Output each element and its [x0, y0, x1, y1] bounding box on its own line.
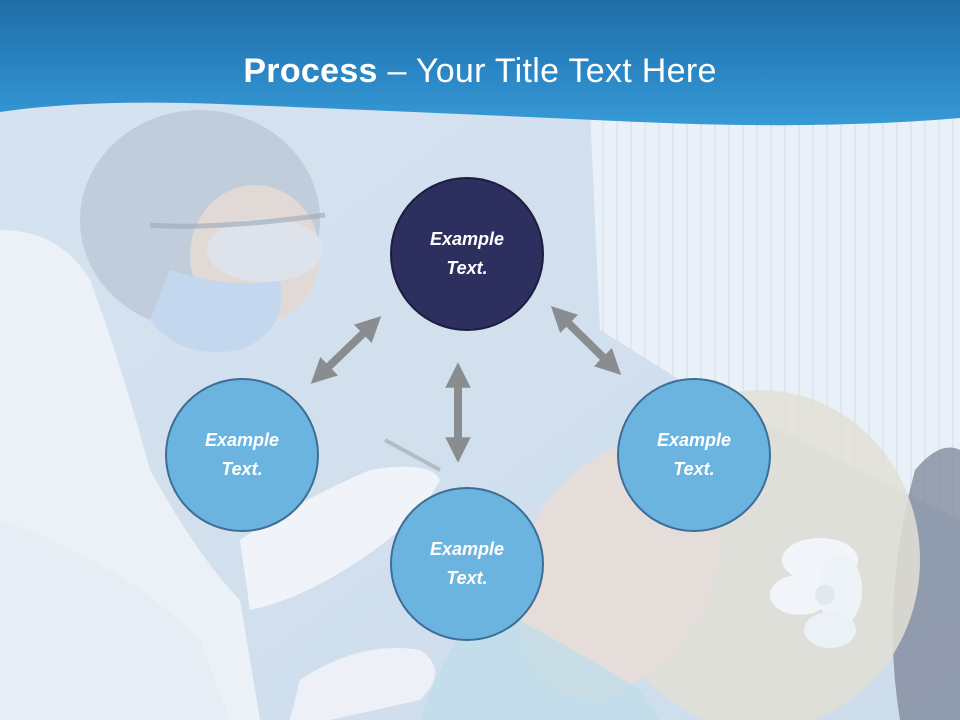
slide-title: Process – Your Title Text Here — [0, 52, 960, 91]
process-node-left: Example Text. — [165, 378, 319, 532]
arrow-top-left — [310, 316, 382, 384]
title-rest: – Your Title Text Here — [377, 52, 717, 90]
process-node-right: Example Text. — [617, 378, 771, 532]
process-node-top: Example Text. — [390, 177, 544, 331]
node-left-text: Example Text. — [204, 430, 280, 479]
arrow-top-right — [550, 306, 622, 375]
node-top-text: Example Text. — [429, 229, 505, 278]
node-right-text: Example Text. — [656, 430, 732, 479]
node-bottom-text: Example Text. — [429, 539, 505, 588]
header-band — [0, 0, 960, 126]
title-bold-part: Process — [243, 52, 378, 90]
process-node-bottom: Example Text. — [390, 487, 544, 641]
